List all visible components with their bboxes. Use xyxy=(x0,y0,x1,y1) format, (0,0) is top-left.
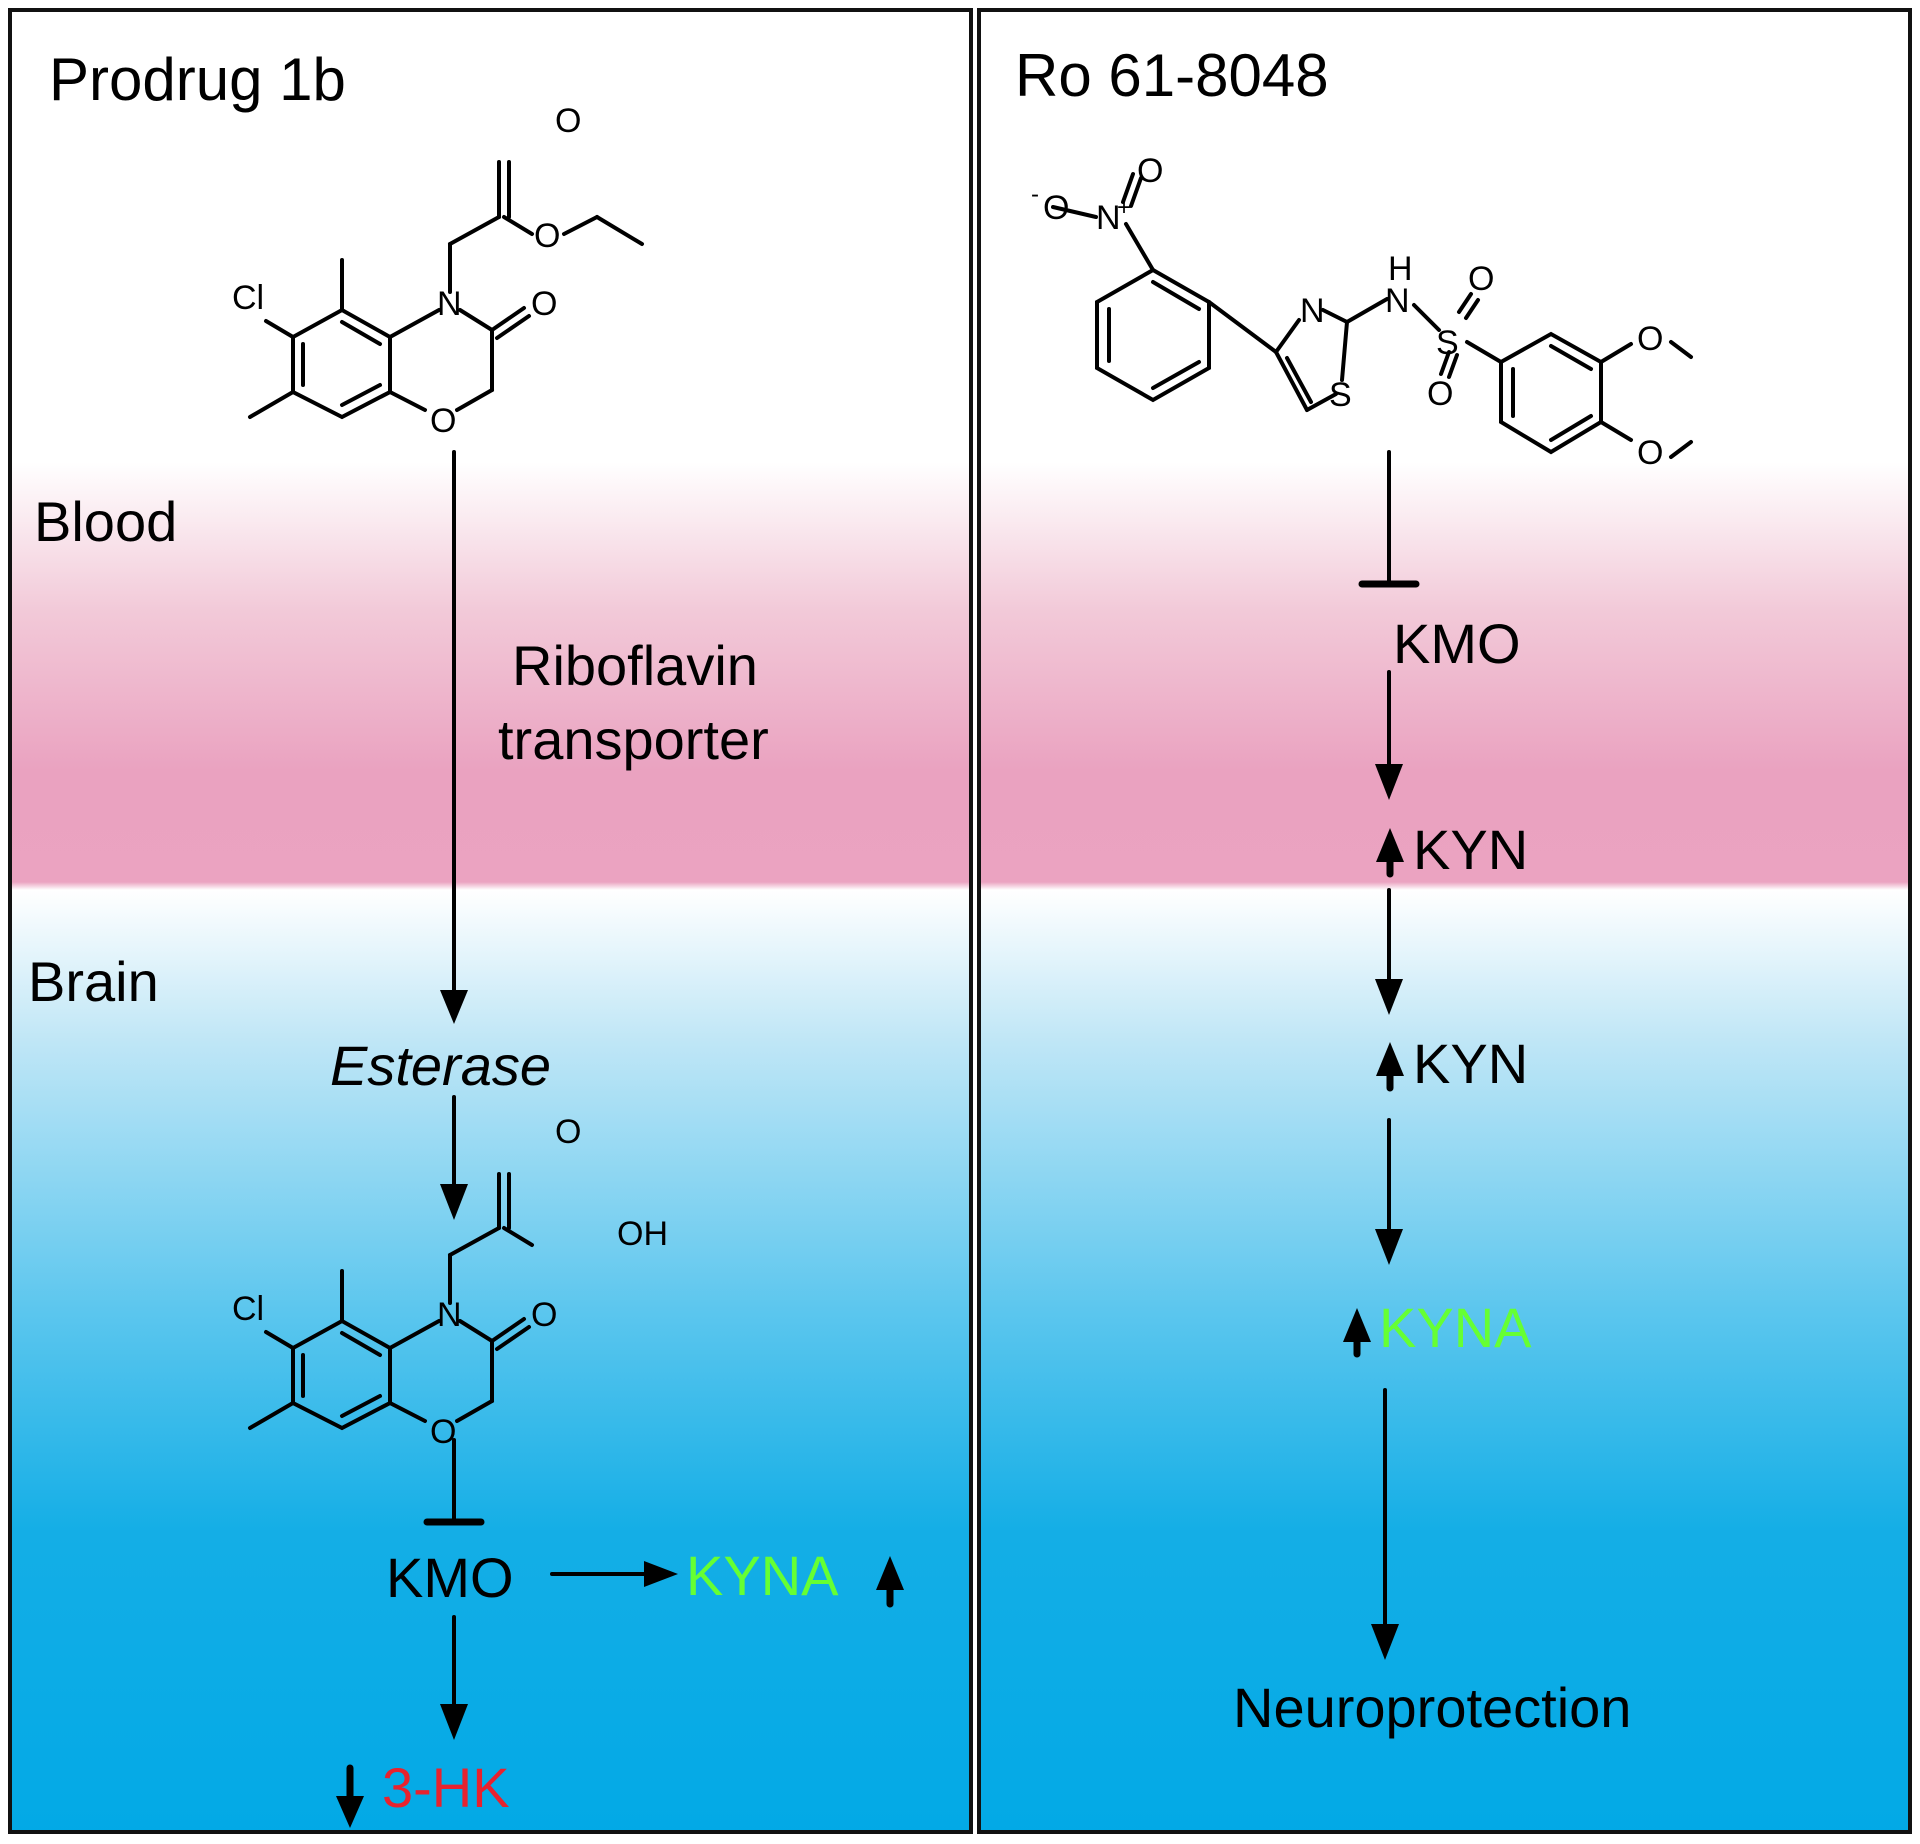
blood-brain-gradient xyxy=(12,12,969,1830)
kmo-to-3hk-arrow xyxy=(440,1615,468,1740)
nitro-n: N xyxy=(1096,199,1121,237)
kyn-transport-arrow xyxy=(1375,888,1403,1015)
zone-label-brain: Brain xyxy=(28,950,159,1013)
kmo-to-kyn-arrow xyxy=(1375,670,1403,800)
kmo-inhibition-bar xyxy=(423,1438,485,1526)
ro-61-8048-panel: Ro 61-8048 KMO KYN KYN KYNA Neuroprotect… xyxy=(977,8,1912,1834)
kyn-to-kyna-arrow xyxy=(1375,1118,1403,1265)
methoxy-o-1: O xyxy=(1637,320,1663,358)
kmo-label: KMO xyxy=(386,1546,514,1609)
kyna-label-right: KYNA xyxy=(1379,1296,1532,1359)
mol1-o-carbonyl: O xyxy=(555,102,581,140)
prodrug-molecule xyxy=(248,160,644,419)
sulfonyl-o-bottom: O xyxy=(1427,375,1453,413)
transporter-label-line1: Riboflavin xyxy=(512,634,758,697)
active-acid-molecule xyxy=(248,1172,534,1430)
panel-title-prodrug: Prodrug 1b xyxy=(49,46,346,113)
mol2-oh: OH xyxy=(617,1215,668,1253)
kmo-inhibition-bar-right xyxy=(1358,450,1420,588)
transporter-label-line2: transporter xyxy=(498,708,769,771)
esterase-label: Esterase xyxy=(330,1034,551,1097)
ro-molecule xyxy=(1051,172,1693,459)
esterase-arrow xyxy=(440,1095,468,1220)
mol2-o-carbonyl: O xyxy=(555,1113,581,1151)
transport-arrow xyxy=(440,450,468,1024)
mol1-n: N xyxy=(437,285,462,323)
kyn-blood-up-arrow xyxy=(1376,828,1404,878)
mol2-cl: Cl xyxy=(232,1290,264,1328)
sulfonyl-o-top: O xyxy=(1468,260,1494,298)
sulfonyl-s: S xyxy=(1436,324,1459,362)
nitro-minus: - xyxy=(1031,181,1039,208)
right-structure-and-arrows: O - O N + N S H N S O O O O xyxy=(1031,152,1693,1660)
kyna-up-arrow xyxy=(876,1556,904,1608)
3hk-down-arrow xyxy=(336,1764,364,1828)
kmo-label-right: KMO xyxy=(1393,612,1521,675)
kyn-brain-label: KYN xyxy=(1413,1032,1529,1095)
kyna-to-outcome-arrow xyxy=(1371,1388,1399,1660)
left-structures-and-arrows: O O N O Cl O O OH N O Cl O xyxy=(232,102,904,1828)
kyn-blood-label: KYN xyxy=(1413,818,1529,881)
mol1-o-ester: O xyxy=(534,217,560,255)
kmo-to-kyna-arrow xyxy=(550,1561,678,1587)
3hk-label: 3-HK xyxy=(382,1756,510,1819)
zone-label-blood: Blood xyxy=(34,490,178,553)
thiazole-s: S xyxy=(1329,376,1352,414)
nitro-o-minus: O xyxy=(1043,189,1069,227)
mol1-o-ring: O xyxy=(430,402,456,440)
amine-n: N xyxy=(1385,282,1410,320)
outcome-label: Neuroprotection xyxy=(1233,1676,1632,1739)
thiazole-n: N xyxy=(1300,292,1325,330)
mol2-o-ring: O xyxy=(430,1413,456,1451)
kyna-up-arrow-right xyxy=(1343,1308,1371,1358)
amine-h: H xyxy=(1388,250,1413,288)
panel-title-ro: Ro 61-8048 xyxy=(1015,42,1329,109)
nitro-plus: + xyxy=(1117,194,1131,221)
prodrug-panel: Prodrug 1b Blood Brain Riboflavin transp… xyxy=(8,8,973,1834)
methoxy-o-2: O xyxy=(1637,434,1663,472)
mol2-n: N xyxy=(437,1296,462,1334)
kyna-label: KYNA xyxy=(686,1544,839,1607)
kyn-brain-up-arrow xyxy=(1376,1042,1404,1092)
mol1-o-lactam: O xyxy=(531,285,557,323)
blood-brain-gradient-right xyxy=(981,12,1908,1830)
mol1-cl: Cl xyxy=(232,279,264,317)
mol2-o-lactam: O xyxy=(531,1296,557,1334)
nitro-o-top: O xyxy=(1137,152,1163,190)
